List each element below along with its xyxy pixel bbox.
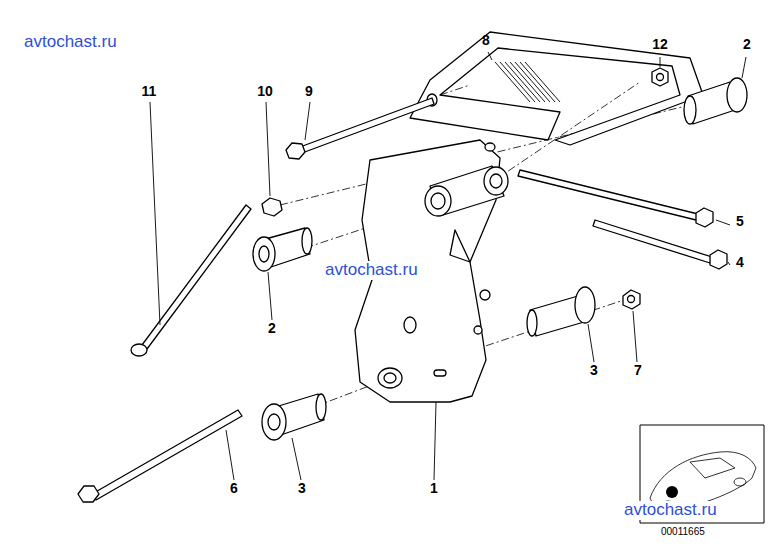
callout-number: 9 bbox=[305, 84, 313, 99]
callout-number: 3 bbox=[298, 481, 306, 496]
watermark: avtochast.ru bbox=[323, 261, 420, 280]
callout-number: 12 bbox=[652, 37, 668, 52]
watermark: avtochast.ru bbox=[22, 33, 119, 52]
callout-number: 10 bbox=[257, 84, 273, 99]
callout-number: 2 bbox=[743, 37, 751, 52]
callout-number: 11 bbox=[142, 84, 157, 99]
callout-number: 5 bbox=[736, 214, 744, 229]
image-code: 00011665 bbox=[660, 526, 706, 537]
callout-number: 8 bbox=[482, 33, 490, 48]
callout-number: 1 bbox=[430, 481, 438, 496]
callout-number: 6 bbox=[230, 481, 238, 496]
callout-number: 2 bbox=[268, 321, 276, 336]
callout-number: 4 bbox=[736, 255, 744, 270]
callout-number: 3 bbox=[590, 363, 598, 378]
callout-number: 7 bbox=[634, 363, 642, 378]
watermark: avtochast.ru bbox=[622, 501, 719, 520]
